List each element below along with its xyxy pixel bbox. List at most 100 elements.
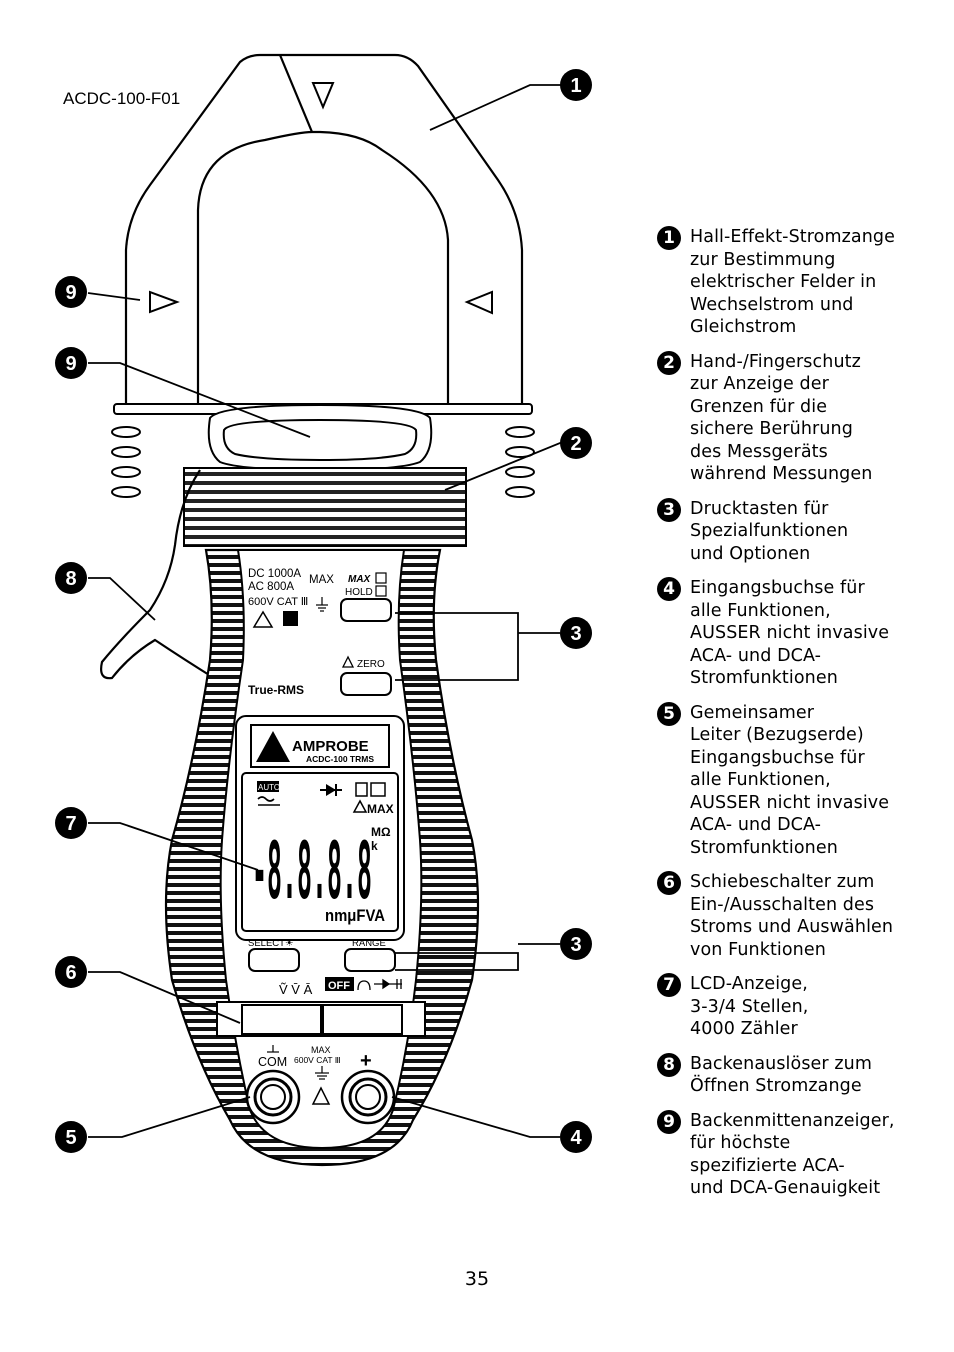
callout-label: 4 [570, 1127, 582, 1149]
select-button[interactable] [248, 948, 300, 972]
zero-button[interactable] [340, 672, 392, 696]
lcd-digits: -8.8.8.8 [252, 827, 372, 917]
legend-number: 4 [657, 577, 681, 601]
range-label: RANGE [352, 938, 386, 949]
callout-5: 5 [55, 1121, 87, 1153]
legend-text: LCD-Anzeige, 3-3/4 Stellen, 4000 Zähler [690, 974, 809, 1039]
callout-label: 3 [570, 623, 581, 645]
jacks-warning-icon [311, 1086, 331, 1105]
legend-number: 7 [657, 973, 681, 997]
clamp-jaws [124, 53, 524, 408]
legend-item: 6 Schiebeschalter zum Ein-/Ausschalten de… [657, 871, 949, 961]
legend-item: 1 Hall-Effekt-Stromzange zur Bestimmung e… [657, 226, 949, 339]
zero-label: ZERO [357, 659, 385, 670]
brand-model: ACDC-100 TRMS [306, 754, 374, 764]
jacks-max-label: MAX [311, 1045, 331, 1055]
callout-8: 8 [55, 562, 87, 594]
lcd-auto-indicator [257, 781, 279, 792]
m-icon [375, 572, 387, 584]
legend-number: 8 [657, 1052, 681, 1077]
callout-label: 7 [65, 813, 76, 835]
jaw-center-marker-right [464, 290, 493, 315]
callout-label: 9 [65, 353, 76, 375]
legend-item: 4 Eingangsbuchse für alle Funktionen, AUS… [657, 577, 949, 690]
legend-item: 2 Hand-/Fingerschutz zur Anzeige der Gren… [657, 350, 949, 486]
switch-off-indicator [325, 977, 354, 991]
legend-number: 2 [657, 350, 681, 375]
legend-text: Drucktasten für Spezialfunktionen und Op… [690, 498, 849, 564]
jaw-center-marker-left [149, 290, 180, 314]
ground-icon [316, 597, 328, 612]
legend-text: Schiebeschalter zum Ein-/Ausschalten des… [690, 872, 894, 960]
callout-4: 4 [560, 1121, 592, 1153]
jacks-ground-icon [315, 1066, 329, 1080]
legend-item: 3 Drucktasten für Spezialfunktionen und O… [657, 497, 949, 566]
callout-label: 2 [570, 433, 581, 455]
lcd-delta-icon [352, 799, 368, 813]
plus-label: + [360, 1050, 372, 1072]
amprobe-logo-icon [256, 731, 290, 762]
ground-icon-com [267, 1045, 279, 1053]
legend-text: Hand-/Fingerschutz zur Anzeige der Grenz… [690, 351, 873, 485]
maxhold-label-hold: HOLD [345, 587, 373, 598]
callout-label: 9 [65, 282, 76, 304]
warning-icon [252, 610, 274, 628]
double-insulation-icon [283, 611, 298, 626]
lcd-units-right: MΩ [371, 825, 391, 839]
maxhold-button[interactable] [340, 598, 392, 622]
legend-number: 6 [657, 871, 681, 895]
dc-rating: DC 1000A [248, 568, 301, 580]
callout-9a: 9 [55, 276, 87, 308]
callout-9b: 9 [55, 347, 87, 379]
diode-continuity-icons [320, 782, 386, 797]
figure-id-label: ACDC-100-F01 [63, 89, 180, 108]
legend-text: Backenmittenanzeiger, für höchste spezif… [690, 1110, 895, 1199]
callout-3b: 3 [560, 928, 592, 960]
legend-item: 8 Backenauslöser zum Öffnen Stromzange [657, 1052, 949, 1098]
side-grips [111, 426, 535, 498]
legend-text: Gemeinsamer Leiter (Bezugserde) Eingangs… [690, 702, 890, 858]
legend-text: Backenauslöser zum Öffnen Stromzange [690, 1053, 872, 1097]
range-button[interactable] [344, 948, 396, 972]
lcd-max: MAX [367, 802, 394, 816]
legend-list: 1 Hall-Effekt-Stromzange zur Bestimmung e… [657, 226, 949, 1212]
lcd-units-bottom: nmμFVA [325, 906, 385, 925]
switch-off: OFF [328, 980, 350, 992]
callout-6: 6 [55, 956, 87, 988]
legend-item: 9 Backenmittenanzeiger, für höchste spezi… [657, 1109, 949, 1200]
legend-number: 9 [657, 1109, 681, 1134]
callout-label: 5 [65, 1127, 76, 1149]
jaw-center-marker-top [311, 82, 335, 110]
legend-number: 5 [657, 701, 681, 726]
com-jack[interactable] [245, 1069, 301, 1125]
h-icon [375, 585, 387, 597]
brand-name: AMPROBE [292, 738, 369, 755]
hand-guard [113, 403, 533, 472]
rating-max: MAX [309, 574, 334, 586]
callout-label: 3 [570, 934, 581, 956]
legend-number: 3 [657, 497, 681, 522]
com-label: COM [258, 1055, 287, 1069]
callout-label: 6 [65, 962, 76, 984]
callout-label: 1 [570, 75, 581, 97]
legend-text: Hall-Effekt-Stromzange zur Bestimmung el… [690, 227, 895, 337]
leader-lines [87, 84, 563, 1138]
true-rms-label: True-RMS [248, 683, 304, 697]
acdc-symbol-icon [257, 796, 280, 806]
callout-2: 2 [560, 427, 592, 459]
rating-labels: DC 1000A AC 800A MAX 600V CAT Ⅲ MAX HOLD [248, 568, 387, 628]
switch-symbols-icon [357, 978, 402, 991]
legend-text: Eingangsbuchse für alle Funktionen, AUSS… [690, 578, 890, 688]
callout-3a: 3 [560, 617, 592, 649]
cat-rating: 600V CAT Ⅲ [248, 596, 308, 608]
callout-7: 7 [55, 807, 87, 839]
neck-ribs [183, 467, 467, 547]
maxhold-label-max: MAX [348, 574, 372, 585]
select-label: SELECT☀ [248, 938, 294, 949]
callout-1: 1 [560, 69, 592, 101]
lcd-unit-k: k [371, 839, 378, 853]
page-number: 35 [464, 1268, 490, 1290]
input-jack[interactable] [340, 1069, 396, 1125]
legend-number: 1 [657, 226, 681, 250]
